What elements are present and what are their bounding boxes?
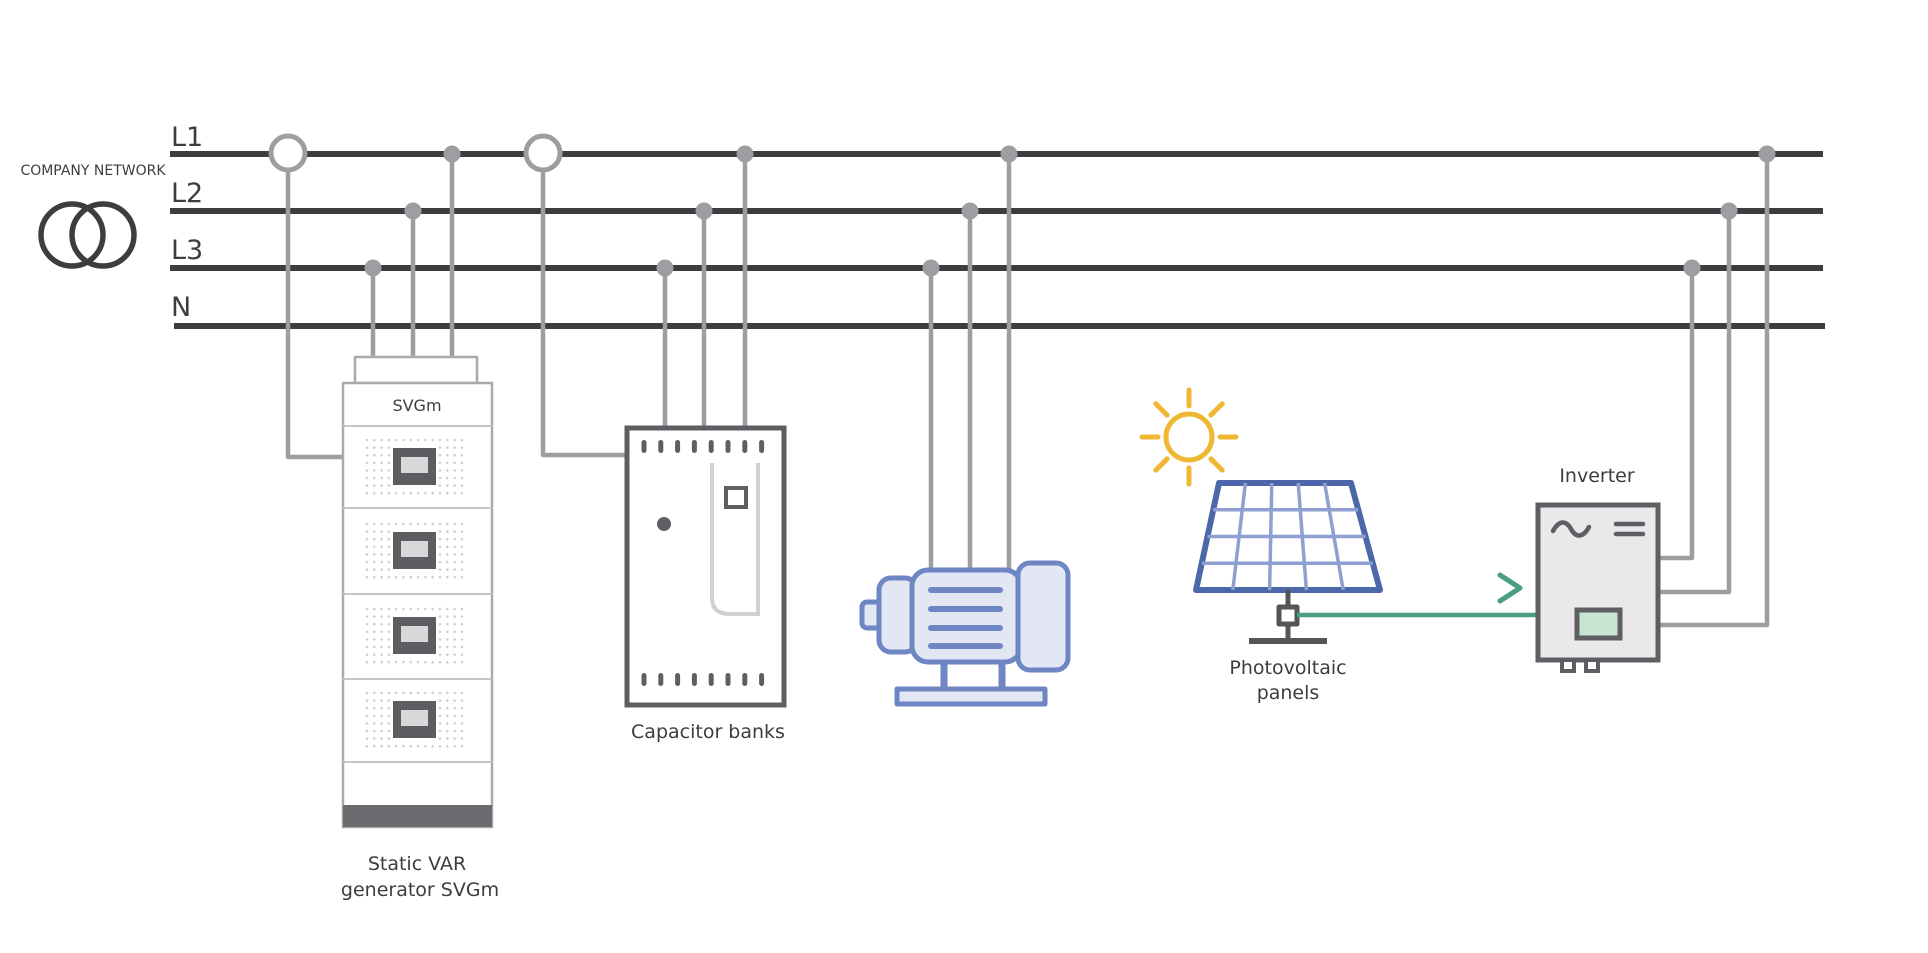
company-network-group: COMPANY NETWORK bbox=[20, 163, 166, 269]
svg-cabinet-top-terminal bbox=[353, 355, 479, 385]
arrow-right-icon bbox=[1497, 572, 1523, 604]
vent-slot bbox=[675, 440, 681, 453]
svg-power-module bbox=[365, 607, 464, 664]
connection-wires bbox=[285, 154, 1770, 628]
svg-power-module bbox=[365, 438, 464, 495]
svg-cabinet: SVGm bbox=[341, 355, 494, 829]
transformer-icon bbox=[38, 201, 137, 269]
ac-wave-icon bbox=[1550, 520, 1592, 538]
vent-slot bbox=[708, 440, 714, 453]
junction-dot bbox=[1758, 145, 1776, 163]
motor-rear-housing bbox=[1015, 560, 1071, 673]
vent-slot bbox=[658, 673, 664, 686]
current-transformer-icon bbox=[523, 133, 563, 173]
company-network-label: COMPANY NETWORK bbox=[20, 163, 166, 179]
vent-slot bbox=[691, 673, 697, 686]
junction-dot bbox=[404, 202, 422, 220]
junction-dot bbox=[656, 259, 674, 277]
inverter-wire-l2 bbox=[1660, 211, 1732, 595]
svg-power-module bbox=[365, 522, 464, 579]
motor-icon bbox=[859, 560, 1071, 707]
svg-cabinet-caption-line1: Static VAR bbox=[368, 853, 466, 875]
vent-slot bbox=[641, 673, 647, 686]
inverter bbox=[1535, 502, 1661, 673]
inverter-foot bbox=[1560, 658, 1576, 673]
dc-link bbox=[1297, 572, 1538, 618]
photovoltaic-panel-icon bbox=[1193, 480, 1383, 644]
inverter-wire-l1 bbox=[1660, 154, 1770, 628]
vent-slot bbox=[691, 440, 697, 453]
junction-dot bbox=[961, 202, 979, 220]
vent-slot bbox=[675, 673, 681, 686]
vent-slot bbox=[742, 673, 748, 686]
bus-labels: L1 L2 L3 N bbox=[171, 122, 203, 323]
svg-module-group bbox=[365, 438, 464, 748]
current-transformer-icon bbox=[268, 133, 308, 173]
capacitor-bank bbox=[624, 425, 787, 708]
vent-slots-top bbox=[641, 440, 765, 453]
vent-slot bbox=[641, 440, 647, 453]
vent-slot bbox=[759, 440, 765, 453]
junction-dot bbox=[1000, 145, 1018, 163]
junction-dot bbox=[1720, 202, 1738, 220]
bus-bars bbox=[170, 151, 1825, 329]
dc-symbol-icon bbox=[1613, 521, 1646, 537]
pv-panel-cells bbox=[1201, 482, 1373, 591]
ct-wire-capacitor bbox=[540, 172, 627, 458]
current-transformers bbox=[268, 133, 563, 173]
bus-label-l3: L3 bbox=[171, 235, 203, 266]
bus-label-l1: L1 bbox=[171, 122, 203, 153]
junction-dot bbox=[364, 259, 382, 277]
junction-dots bbox=[364, 145, 1776, 277]
junction-dot bbox=[1683, 259, 1701, 277]
vent-slot bbox=[658, 440, 664, 453]
junction-dot bbox=[736, 145, 754, 163]
svg-cabinet-header: SVGm bbox=[392, 396, 441, 415]
motor-cooling-fins bbox=[928, 587, 1003, 649]
pv-panel-connector bbox=[1276, 604, 1300, 627]
svg-cabinet-caption-line2: generator SVGm bbox=[341, 879, 499, 901]
inverter-wire-l3 bbox=[1660, 268, 1695, 561]
junction-dot bbox=[695, 202, 713, 220]
capacitor-bank-door-handle bbox=[710, 463, 760, 616]
svg-power-module bbox=[365, 691, 464, 748]
svg-cabinet-base bbox=[343, 805, 492, 827]
pv-panels-caption-line2: panels bbox=[1257, 682, 1320, 704]
inverter-foot bbox=[1584, 658, 1600, 673]
vent-slots-bottom bbox=[641, 673, 765, 686]
vent-slot bbox=[759, 673, 765, 686]
motor-base bbox=[894, 686, 1048, 707]
pv-panels-caption-line1: Photovoltaic bbox=[1229, 657, 1346, 679]
capacitor-bank-switch bbox=[724, 486, 748, 509]
inverter-caption: Inverter bbox=[1559, 465, 1635, 487]
sun-icon bbox=[1139, 387, 1239, 487]
vent-slot bbox=[725, 673, 731, 686]
vent-slot bbox=[742, 440, 748, 453]
bus-label-l2: L2 bbox=[171, 178, 203, 209]
bus-label-n: N bbox=[171, 292, 191, 323]
capacitor-bank-indicator-light bbox=[657, 517, 671, 531]
capacitor-bank-body bbox=[624, 425, 787, 708]
junction-dot bbox=[922, 259, 940, 277]
capacitor-bank-caption: Capacitor banks bbox=[631, 721, 785, 743]
vent-slot bbox=[725, 440, 731, 453]
inverter-display bbox=[1574, 607, 1623, 641]
device-captions: Static VAR generator SVGm Capacitor bank… bbox=[341, 465, 1635, 901]
junction-dot bbox=[443, 145, 461, 163]
ct-wire-svg bbox=[285, 172, 343, 460]
vent-slot bbox=[708, 673, 714, 686]
